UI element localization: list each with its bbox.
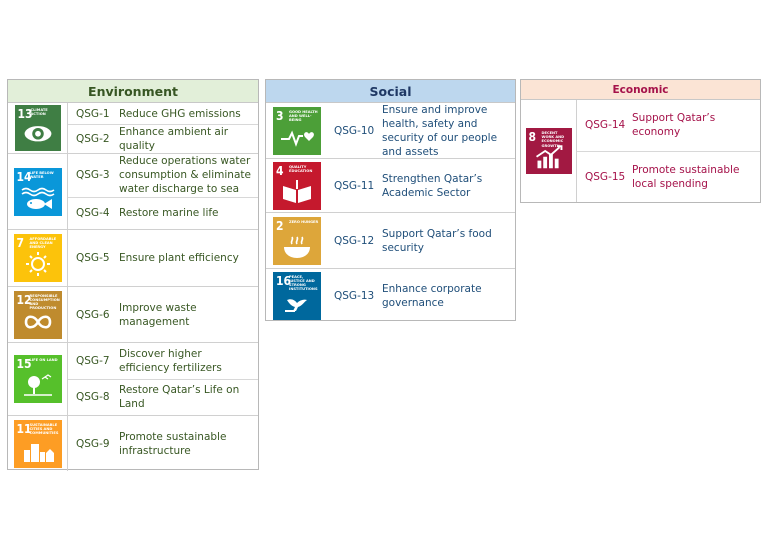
sdg-15-life-on-land-icon: 15 Life On Land xyxy=(13,355,62,403)
social-panel: Social 3 Good Health and Well-Being QSG-… xyxy=(265,79,516,321)
sdg-11-sustainable-cities-icon: 11 Sustainable Cities and Communities xyxy=(13,419,62,468)
sdg-14-life-below-water-icon: 14 Life Below Water xyxy=(13,167,62,216)
sdg-8-decent-work-icon: 8 Decent Work and Economic Growth xyxy=(525,128,572,174)
environment-panel: Environment 13 Climate Action QSG-1Reduc… xyxy=(7,79,259,471)
environment-header: Environment xyxy=(8,80,258,103)
sdg-7-clean-energy-icon: 7 Affordable and Clean Energy xyxy=(13,234,62,282)
sdg-group-8: 8 Decent Work and Economic Growth QSG-14… xyxy=(521,100,760,202)
sdg-12-responsible-consumption-icon: 12 Responsible Consumption and Productio… xyxy=(13,290,62,339)
economic-panel: Economic 8 Decent Work and Economic Grow… xyxy=(520,79,761,203)
sdg-group-12: 12 Responsible Consumption and Productio… xyxy=(8,287,258,343)
economic-header: Economic xyxy=(521,80,760,100)
sdg-group-7: 7 Affordable and Clean Energy QSG-5Ensur… xyxy=(8,230,258,287)
sdg-13-climate-action-icon: 13 Climate Action xyxy=(14,105,61,151)
social-header: Social xyxy=(266,80,515,103)
sdg-3-good-health-icon: 3 Good Health and Well-Being xyxy=(273,106,321,155)
sdg-group-11: 11 Sustainable Cities and Communities QS… xyxy=(8,416,258,471)
sdg-group-3: 3 Good Health and Well-Being QSG-10Ensur… xyxy=(266,103,515,159)
sdg-2-zero-hunger-icon: 2 Zero Hunger xyxy=(273,216,321,265)
sdg-16-peace-justice-icon: 16 Peace, Justice and Strong Institution… xyxy=(273,271,321,320)
sdg-group-16: 16 Peace, Justice and Strong Institution… xyxy=(266,269,515,322)
sdg-4-quality-education-icon: 4 Quality Education xyxy=(273,161,321,210)
